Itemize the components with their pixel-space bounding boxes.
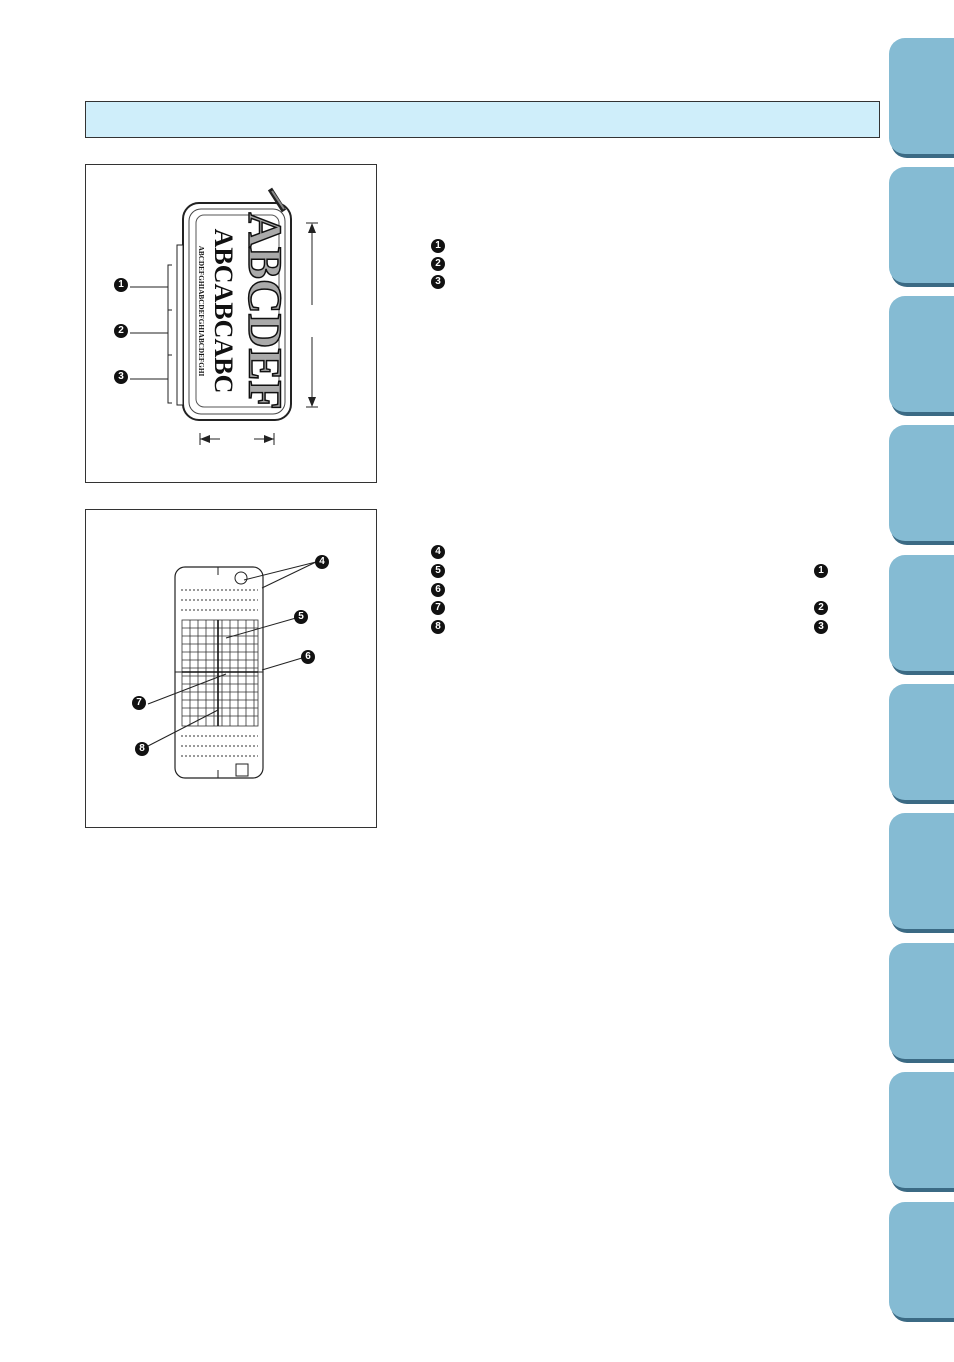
legend-marker-right-2: 2 bbox=[814, 601, 828, 615]
figure-embroidery-sheet: 4 5 6 7 8 bbox=[85, 509, 377, 828]
side-tab-5[interactable] bbox=[889, 555, 954, 671]
legend-marker-8: 8 bbox=[431, 620, 445, 634]
legend-marker-1: 1 bbox=[431, 239, 445, 253]
legend-marker-6: 6 bbox=[431, 583, 445, 597]
legend-marker-7: 7 bbox=[431, 601, 445, 615]
callout-4: 4 bbox=[315, 555, 329, 569]
side-tab-6[interactable] bbox=[889, 684, 954, 800]
side-tab-3[interactable] bbox=[889, 296, 954, 412]
side-tab-2[interactable] bbox=[889, 167, 954, 283]
legend-marker-4: 4 bbox=[431, 545, 445, 559]
legend-marker-right-1: 1 bbox=[814, 564, 828, 578]
callout-6: 6 bbox=[301, 650, 315, 664]
embroidery-line-2: ABCABCABC bbox=[209, 229, 238, 394]
sheet-illustration bbox=[147, 561, 317, 779]
legend-marker-3: 3 bbox=[431, 275, 445, 289]
side-tab-9[interactable] bbox=[889, 1072, 954, 1188]
hoop-illustration: ABCDEF ABCABCABC ABCDEFGHIABCDEFGHIABCDE… bbox=[130, 187, 318, 445]
side-tab-7[interactable] bbox=[889, 813, 954, 929]
legend-marker-right-3: 3 bbox=[814, 620, 828, 634]
section-header-bar bbox=[85, 101, 880, 138]
callout-1: 1 bbox=[114, 278, 128, 292]
callout-8: 8 bbox=[135, 742, 149, 756]
figure-embroidery-hoop: ABCDEF ABCABCABC ABCDEFGHIABCDEFGHIABCDE… bbox=[85, 164, 377, 483]
side-tab-10[interactable] bbox=[889, 1202, 954, 1318]
callout-3: 3 bbox=[114, 370, 128, 384]
embroidery-line-3: ABCDEFGHIABCDEFGHIABCDEFGHI bbox=[197, 246, 205, 377]
legend-marker-2: 2 bbox=[431, 257, 445, 271]
callout-7: 7 bbox=[132, 696, 146, 710]
legend-marker-5: 5 bbox=[431, 564, 445, 578]
side-tab-4[interactable] bbox=[889, 425, 954, 541]
callout-5: 5 bbox=[294, 610, 308, 624]
side-tab-8[interactable] bbox=[889, 943, 954, 1059]
embroidery-line-1: ABCDEF bbox=[238, 212, 291, 409]
callout-2: 2 bbox=[114, 324, 128, 338]
side-tab-1[interactable] bbox=[889, 38, 954, 154]
